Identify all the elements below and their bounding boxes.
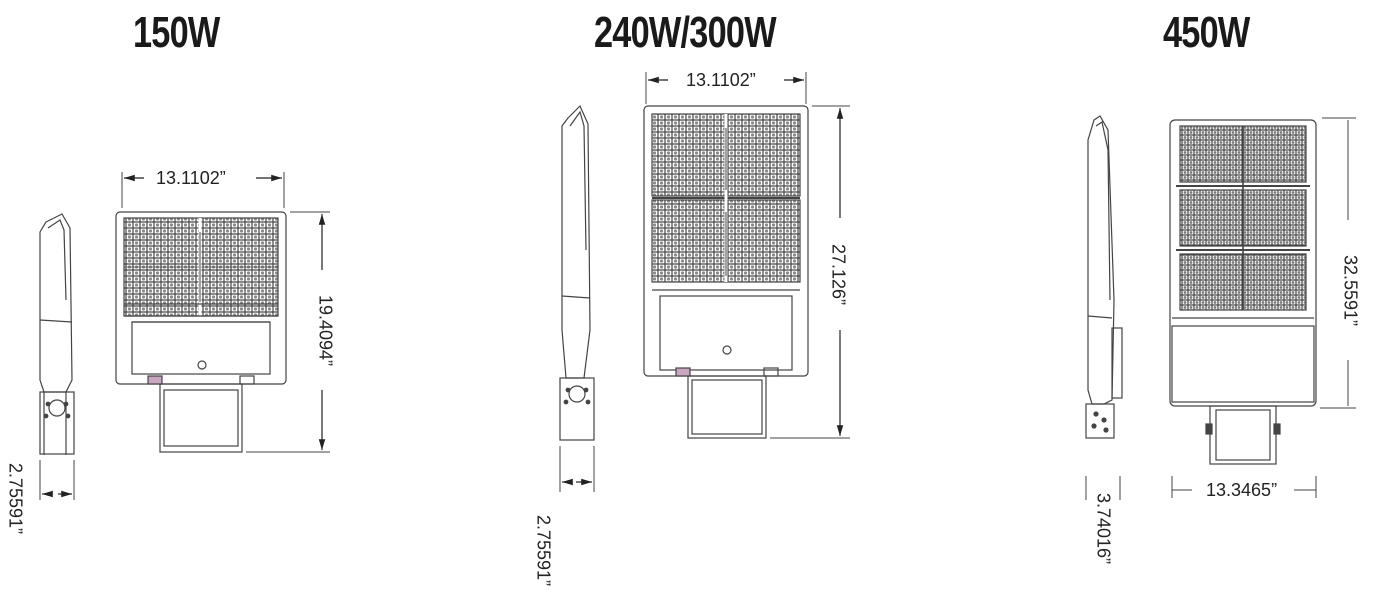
depth-dimension-450w: 3.74016” — [1093, 492, 1114, 565]
depth-dimension-240w-300w: 2.75591” — [533, 514, 554, 587]
model-title-240w-300w: 240W/300W — [594, 8, 777, 57]
model-title-450w: 450W — [1163, 8, 1250, 57]
side-view-150w — [39, 213, 75, 455]
front-view-150w — [115, 211, 287, 453]
front-view-240w-300w — [643, 105, 809, 439]
width-dimension-450w: 13.3465” — [1206, 480, 1278, 500]
front-view-450w — [1169, 119, 1317, 465]
drawing-450w — [1085, 115, 1356, 500]
height-dimension-240w-300w: 27.126” — [828, 243, 849, 306]
drawing-240w-300w — [559, 72, 850, 492]
height-dimension-150w: 19.4094” — [315, 294, 336, 367]
drawing-150w — [39, 172, 330, 500]
side-view-450w — [1085, 115, 1123, 439]
width-dimension-240w-300w: 13.1102” — [686, 70, 756, 90]
width-dimension-150w: 13.1102” — [156, 168, 226, 188]
side-view-240w-300w — [559, 104, 595, 441]
depth-dimension-150w: 2.75591” — [5, 462, 26, 535]
height-dimension-450w: 32.5591” — [1340, 254, 1361, 327]
model-title-150w: 150W — [133, 8, 220, 57]
